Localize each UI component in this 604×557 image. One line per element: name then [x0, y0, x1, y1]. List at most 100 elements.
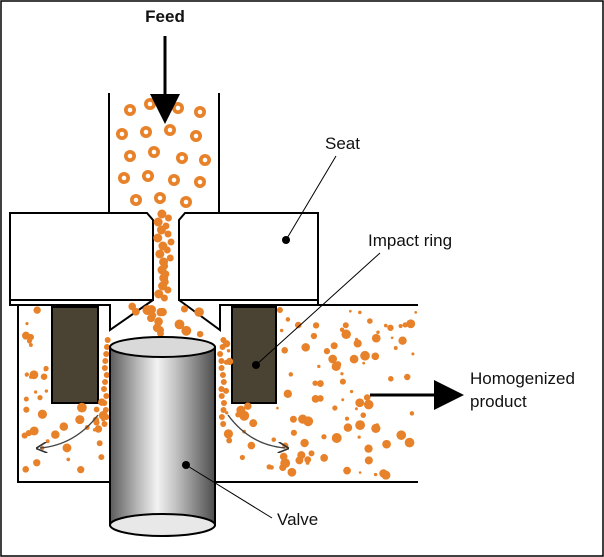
particle-dot — [102, 358, 109, 364]
particle-dot — [218, 365, 225, 371]
particle-dot — [225, 411, 229, 415]
particle-core — [143, 129, 149, 135]
particle-dot — [223, 359, 229, 365]
particle-core — [193, 133, 199, 139]
particle-dot — [160, 294, 168, 302]
particle-dot — [59, 422, 69, 431]
particle-dot — [164, 230, 172, 238]
particle-core — [147, 101, 153, 107]
impact-ring-left — [51, 306, 99, 404]
particle-dot — [373, 472, 378, 477]
particle-dot — [355, 337, 359, 341]
particle-dot — [383, 323, 388, 328]
particle-dot — [226, 437, 233, 444]
particle-dot — [98, 454, 105, 461]
particle-dot — [220, 400, 227, 406]
particle-dot — [308, 450, 315, 457]
particle-dot — [404, 373, 411, 381]
particle-core — [167, 127, 173, 133]
particle-dot — [22, 465, 30, 473]
particle-dot — [247, 441, 256, 450]
particle-dot — [146, 305, 156, 315]
seat-marker-dot — [282, 236, 290, 244]
particle-dot — [360, 350, 370, 361]
particle-dot — [342, 322, 349, 329]
particle-dot — [312, 380, 318, 386]
particle-dot — [341, 398, 345, 402]
particle-dot — [287, 467, 297, 477]
particle-dot — [362, 361, 366, 365]
particle-dot — [357, 435, 361, 439]
particle-dot — [154, 289, 164, 299]
particle-dot — [24, 372, 29, 377]
particle-dot — [304, 456, 312, 464]
particle-dot — [62, 443, 72, 453]
particle-dot — [290, 429, 297, 436]
particle-dot — [312, 322, 320, 329]
particle-dot — [276, 306, 283, 314]
particle-dot — [398, 323, 403, 329]
particle-dot — [276, 406, 279, 410]
particle-dot — [375, 423, 379, 427]
particle-dot — [371, 352, 380, 361]
particle-dot — [45, 439, 50, 444]
particle-dot — [349, 354, 359, 364]
particle-dot — [167, 238, 175, 246]
particle-dot — [157, 209, 167, 219]
particle-dot — [40, 373, 48, 381]
particle-dot — [96, 440, 103, 447]
particle-dot — [280, 458, 291, 469]
particle-dot — [156, 326, 165, 335]
particle-dot — [94, 425, 103, 433]
particle-dot — [156, 309, 164, 317]
particle-dot — [294, 321, 302, 329]
particle-dot — [101, 417, 106, 422]
particle-dot — [174, 319, 185, 330]
particle-dot — [376, 330, 380, 335]
particle-dot — [311, 395, 320, 403]
homogenized-product-label-line1: Homogenized — [470, 369, 575, 388]
particle-dot — [153, 217, 163, 227]
particle-dot — [317, 364, 321, 369]
particle-dot — [77, 466, 85, 474]
particle-dot — [217, 351, 224, 357]
particle-dot — [382, 439, 391, 449]
particle-core — [197, 179, 203, 185]
impact-ring-right — [231, 306, 277, 404]
particle-dot — [166, 254, 174, 262]
seat-lower-lip-right — [178, 299, 319, 332]
particle-dot — [281, 347, 288, 354]
particle-dot — [244, 402, 252, 410]
particle-dot — [321, 434, 327, 440]
particle-dot — [363, 399, 374, 410]
valve-label: Valve — [277, 510, 318, 529]
particle-dot — [332, 405, 338, 411]
valve-cylinder — [109, 336, 216, 537]
particle-dot — [305, 460, 310, 465]
seat-label: Seat — [325, 134, 360, 153]
particle-dot — [393, 346, 398, 350]
particle-dot — [218, 386, 225, 392]
particle-dot — [98, 411, 108, 420]
particle-dot — [219, 372, 226, 378]
particle-dot — [104, 337, 111, 343]
particle-dot — [396, 430, 407, 440]
particle-dot — [66, 457, 71, 462]
particle-dot — [249, 419, 258, 428]
particle-dot — [25, 322, 29, 326]
particle-core — [157, 195, 163, 201]
particle-dot — [388, 375, 394, 382]
particle-dot — [222, 387, 230, 394]
particle-dot — [28, 342, 33, 347]
particle-dot — [222, 340, 231, 348]
particle-dot — [218, 414, 225, 420]
particle-core — [145, 173, 151, 179]
feed-label: Feed — [145, 7, 185, 26]
particle-dot — [156, 225, 166, 235]
particle-dot — [317, 380, 324, 387]
particle-dot — [163, 246, 171, 254]
impact-ring-leader-line — [255, 252, 381, 366]
particle-dot — [153, 233, 163, 243]
particle-dot — [23, 406, 30, 413]
particle-dot — [103, 351, 110, 357]
